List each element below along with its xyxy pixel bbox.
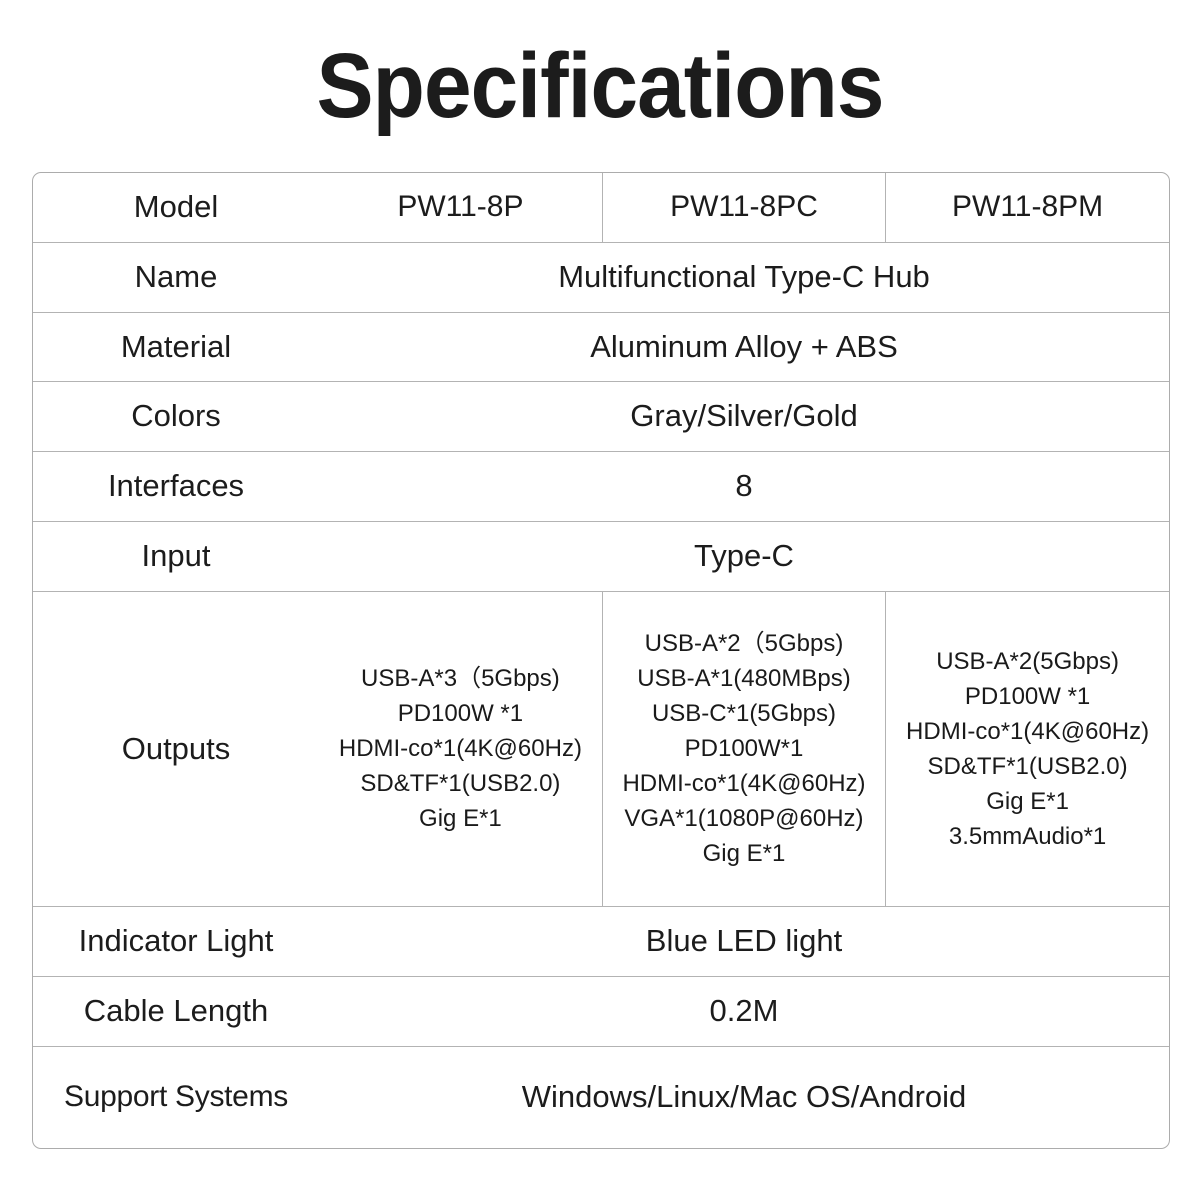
row-label-material: Material bbox=[33, 311, 319, 381]
row-label-outputs: Outputs bbox=[33, 590, 319, 906]
table-row: Input Type-C bbox=[33, 520, 1169, 591]
spec-table: Model PW11-8P PW11-8PC PW11-8PM Name Mul… bbox=[33, 173, 1169, 1148]
cell-model-pw11-8pm: PW11-8PM bbox=[885, 173, 1169, 242]
cell-outputs-pw11-8pm: USB-A*2(5Gbps) PD100W *1 HDMI-co*1(4K@60… bbox=[885, 590, 1169, 906]
table-row: Outputs USB-A*3（5Gbps) PD100W *1 HDMI-co… bbox=[33, 590, 1169, 906]
cell-indicator-light-value: Blue LED light bbox=[319, 905, 1169, 976]
cell-model-pw11-8p: PW11-8P bbox=[397, 190, 524, 224]
table-row: Colors Gray/Silver/Gold bbox=[33, 380, 1169, 451]
table-row: Indicator Light Blue LED light bbox=[33, 905, 1169, 976]
row-label-colors: Colors bbox=[33, 380, 319, 451]
cell-outputs-pw11-8p: USB-A*3（5Gbps) PD100W *1 HDMI-co*1(4K@60… bbox=[319, 590, 603, 906]
row-label-interfaces: Interfaces bbox=[33, 450, 319, 521]
cell-input-value: Type-C bbox=[319, 520, 1169, 591]
row-label-model: Model bbox=[133, 189, 219, 225]
table-row: Model PW11-8P PW11-8PC PW11-8PM bbox=[33, 173, 1169, 242]
table-row: Interfaces 8 bbox=[33, 450, 1169, 521]
cell-support-systems-value: Windows/Linux/Mac OS/Android bbox=[319, 1045, 1169, 1148]
cell-interfaces-value: 8 bbox=[319, 450, 1169, 521]
row-label-indicator-light: Indicator Light bbox=[33, 905, 319, 976]
page-title: Specifications bbox=[316, 35, 884, 137]
table-row: Material Aluminum Alloy + ABS bbox=[33, 311, 1169, 381]
cell-cable-length-value: 0.2M bbox=[319, 975, 1169, 1046]
cell-outputs-pw11-8pc: USB-A*2（5Gbps) USB-A*1(480MBps) USB-C*1(… bbox=[601, 590, 886, 906]
specifications-table: Model PW11-8P PW11-8PC PW11-8PM Name Mul… bbox=[32, 172, 1170, 1149]
cell-colors-value: Gray/Silver/Gold bbox=[319, 380, 1169, 451]
row-label-support-systems: Support Systems bbox=[33, 1045, 319, 1148]
table-row: Support Systems Windows/Linux/Mac OS/And… bbox=[33, 1045, 1169, 1148]
table-row: Name Multifunctional Type-C Hub bbox=[33, 241, 1169, 312]
table-row: Cable Length 0.2M bbox=[33, 975, 1169, 1046]
cell-material-value: Aluminum Alloy + ABS bbox=[319, 311, 1169, 381]
row-label-input: Input bbox=[33, 520, 319, 591]
cell-model-pw11-8pc: PW11-8PC bbox=[601, 173, 886, 242]
cell-name-value: Multifunctional Type-C Hub bbox=[319, 241, 1169, 312]
row-label-name: Name bbox=[33, 241, 319, 312]
row-label-cable-length: Cable Length bbox=[33, 975, 319, 1046]
